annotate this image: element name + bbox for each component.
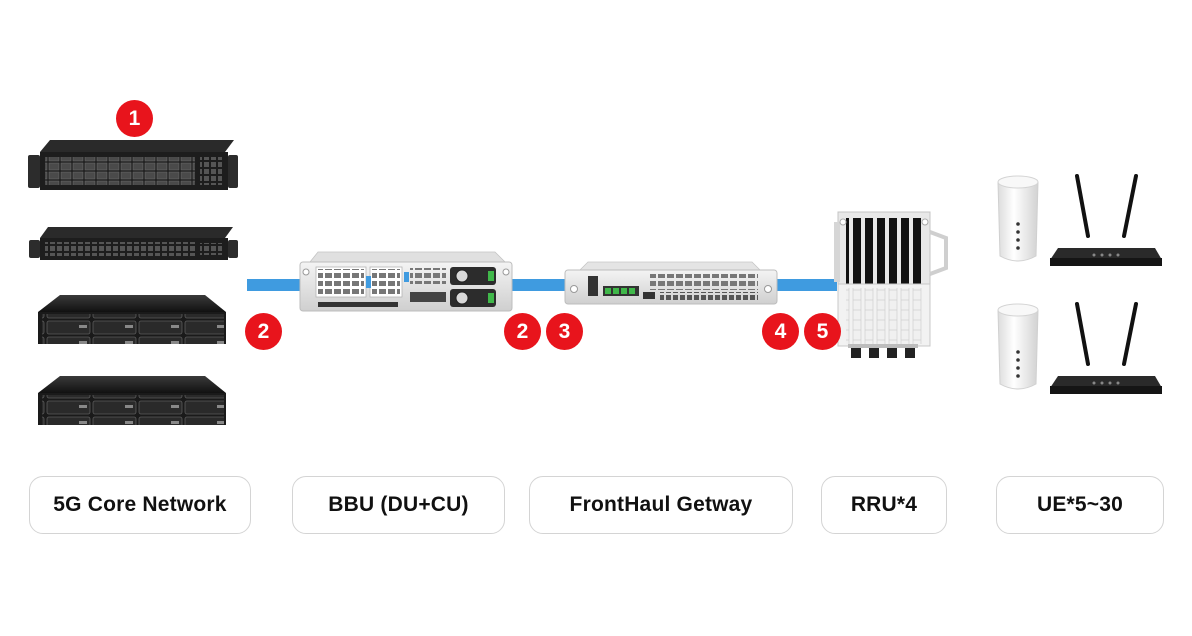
bbu-server-icon: [299, 251, 513, 312]
label-bbu: BBU (DU+CU): [292, 476, 505, 534]
ue-router-2-icon: [1050, 302, 1162, 394]
fronthaul-gateway-icon: [564, 261, 778, 305]
badge-link-core-bbu: 2: [245, 313, 282, 350]
link-core-bbu: [247, 279, 305, 291]
core-switch-2-icon: [29, 227, 238, 260]
label-fronthaul-gateway: FrontHaul Getway: [529, 476, 793, 534]
badge-link-fronthaul-out: 4: [762, 313, 799, 350]
ue-cpe-icon: [997, 175, 1039, 262]
label-rru: RRU*4: [821, 476, 947, 534]
label-core-network: 5G Core Network: [29, 476, 251, 534]
badge-link-rru-in: 5: [804, 313, 841, 350]
core-switch-icon: [28, 140, 238, 190]
badge-core: 1: [116, 100, 153, 137]
ue-cpe-2-icon: [997, 303, 1039, 390]
rru-radio-icon: [834, 211, 948, 358]
core-storage-2-icon: [38, 376, 226, 425]
badge-link-bbu-out: 2: [504, 313, 541, 350]
core-storage-icon: [38, 295, 226, 344]
label-ue: UE*5~30: [996, 476, 1164, 534]
link-bbu-fronthaul: [510, 279, 570, 291]
link-fronthaul-rru: [775, 279, 837, 291]
badge-link-fronthaul-in: 3: [546, 313, 583, 350]
ue-router-icon: [1050, 174, 1162, 266]
